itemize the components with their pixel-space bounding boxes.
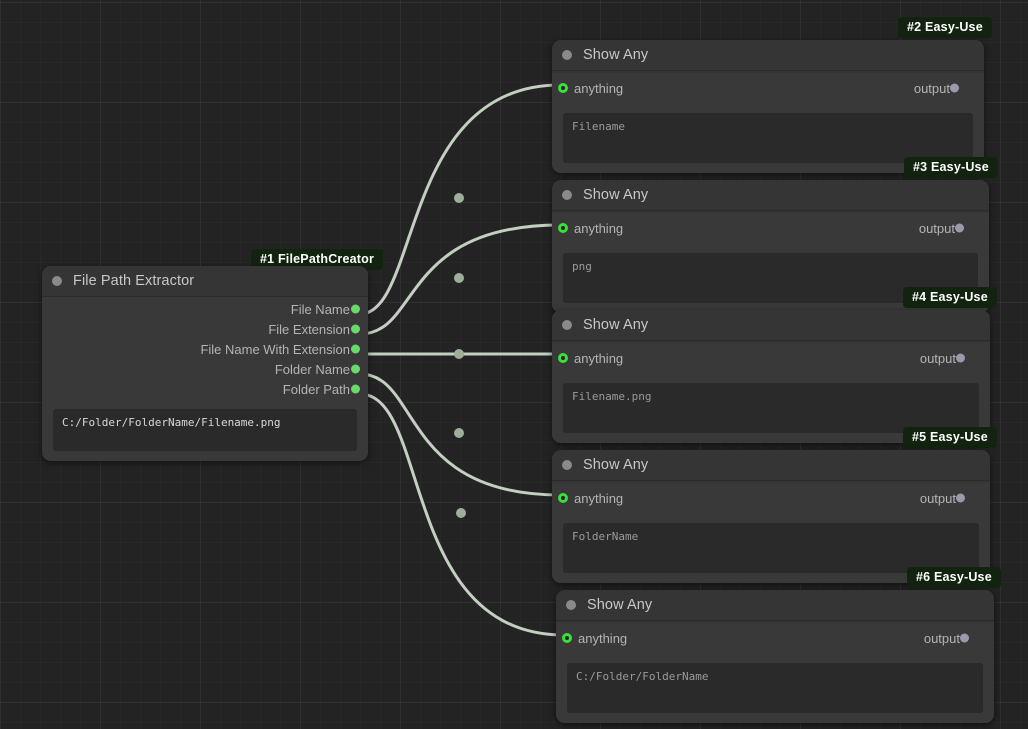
output-slot-output[interactable]: output [914,73,966,103]
output-slot-label: File Name With Extension [200,341,350,357]
output-slot-label: output [923,630,960,646]
input-port-ring[interactable] [562,633,572,643]
output-port-dot[interactable] [351,344,360,354]
node-titlebar-node-1[interactable]: File Path Extractor [42,266,368,297]
io-row: anything output [552,213,989,243]
input-slot-anything[interactable]: anything [552,343,623,373]
node-badge-node-6: #6 Easy-Use [907,567,1001,588]
circle-dot-icon[interactable] [52,276,62,286]
value-textbox[interactable]: C:/Folder/FolderName [567,663,983,713]
output-slot-label: output [919,350,956,366]
output-slot-label: File Extension [268,321,350,337]
link-midpoint-dot-1[interactable] [454,193,464,203]
node-titlebar-node-2[interactable]: Show Any [552,40,984,71]
output-slot-label: output [918,220,955,236]
output-port-dot[interactable] [351,364,360,374]
node-title-text: Show Any [583,457,649,473]
output-port-dot-idle[interactable] [960,633,969,643]
output-port-dot-idle[interactable] [956,353,965,363]
node-badge-node-3: #3 Easy-Use [904,157,998,178]
output-slot-file-extension[interactable]: File Extension [42,319,368,339]
io-row: anything output [552,73,984,103]
link-midpoint-dot-5[interactable] [456,508,466,518]
input-slot-anything[interactable]: anything [556,623,627,653]
value-textbox[interactable]: Filename.png [563,383,979,433]
output-port-dot-idle[interactable] [955,223,964,233]
output-slot-folder-path[interactable]: Folder Path [42,379,368,399]
value-textbox[interactable]: FolderName [563,523,979,573]
output-port-dot[interactable] [351,324,360,334]
input-port-ring[interactable] [558,493,568,503]
io-row: anything output [556,623,994,653]
node-titlebar-node-6[interactable]: Show Any [556,590,994,621]
link-5[interactable] [359,392,565,637]
input-port-ring[interactable] [558,223,568,233]
output-port-dot[interactable] [351,384,360,394]
node-titlebar-node-5[interactable]: Show Any [552,450,990,481]
input-port-ring[interactable] [558,83,568,93]
node-badge-node-1: #1 FilePathCreator [251,249,384,270]
node-title-text: Show Any [583,317,649,333]
link-2[interactable] [359,223,561,336]
io-row: anything output [552,483,990,513]
node-title-text: Show Any [587,597,653,613]
node-titlebar-node-3[interactable]: Show Any [552,180,989,211]
output-port-dot-idle[interactable] [956,493,965,503]
circle-dot-icon[interactable] [562,320,572,330]
value-textbox[interactable]: Filename [563,113,973,163]
input-slot-label: anything [574,220,624,236]
output-slot-label: File Name [290,301,350,317]
input-slot-anything[interactable]: anything [552,483,623,513]
link-midpoint-dot-4[interactable] [454,428,464,438]
link-4[interactable] [359,372,561,497]
node-title-text: Show Any [583,47,649,63]
output-slot-output[interactable]: output [919,213,971,243]
output-slot-folder-name[interactable]: Folder Name [42,359,368,379]
node-badge-node-4: #4 Easy-Use [903,287,997,308]
io-row: anything output [552,343,990,373]
link-midpoint-dot-2[interactable] [454,273,464,283]
value-textbox[interactable]: C:/Folder/FolderName/Filename.png [53,409,357,451]
circle-dot-icon[interactable] [566,600,576,610]
circle-dot-icon[interactable] [562,190,572,200]
output-port-dot-idle[interactable] [950,83,959,93]
output-port-dot[interactable] [351,304,360,314]
output-slot-file-name[interactable]: File Name [42,299,368,319]
output-slot-label: output [919,490,956,506]
link-1[interactable] [359,83,561,316]
node-title-text: Show Any [583,187,649,203]
circle-dot-icon[interactable] [562,50,572,60]
output-slot-label: Folder Name [274,361,350,377]
node-badge-node-5: #5 Easy-Use [903,427,997,448]
circle-dot-icon[interactable] [562,460,572,470]
input-slot-anything[interactable]: anything [552,73,623,103]
output-slot-output[interactable]: output [920,343,972,373]
node-title-text: File Path Extractor [73,273,195,289]
node-badge-node-2: #2 Easy-Use [898,17,992,38]
input-slot-label: anything [574,350,624,366]
link-midpoint-dot-3[interactable] [454,349,464,359]
output-slot-label: output [913,80,950,96]
input-slot-label: anything [574,80,624,96]
output-slot-label: Folder Path [282,381,350,397]
output-slot-output[interactable]: output [924,623,976,653]
input-slot-label: anything [578,630,628,646]
output-slot-output[interactable]: output [920,483,972,513]
output-slot-file-name-with-extension[interactable]: File Name With Extension [42,339,368,359]
node-titlebar-node-4[interactable]: Show Any [552,310,990,341]
input-port-ring[interactable] [558,353,568,363]
input-slot-label: anything [574,490,624,506]
input-slot-anything[interactable]: anything [552,213,623,243]
